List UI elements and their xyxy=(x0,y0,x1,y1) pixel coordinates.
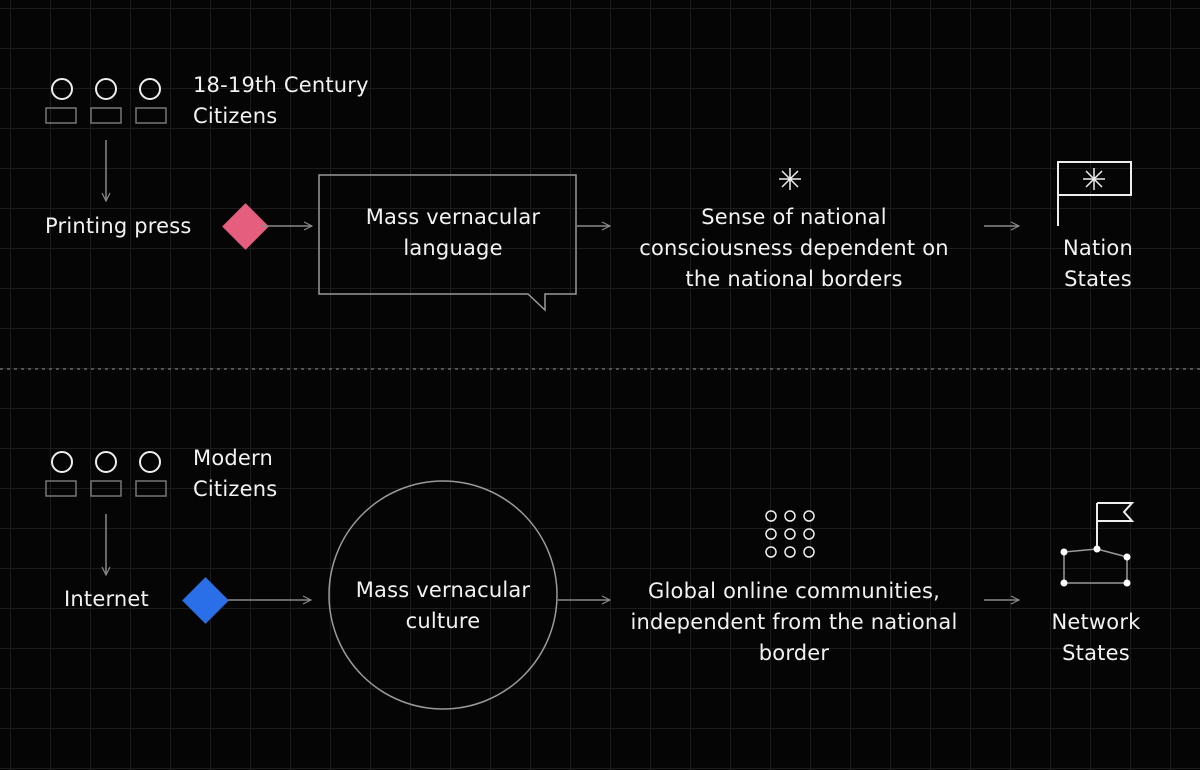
flag-starburst xyxy=(1083,168,1105,190)
label-line: Citizens xyxy=(193,104,278,128)
dot-grid-icon xyxy=(765,510,815,558)
network-flag-icon xyxy=(1060,502,1135,587)
trigger-label-bottom: Internet xyxy=(64,587,149,611)
people-bodies xyxy=(45,480,167,497)
label-line: independent from the national xyxy=(630,610,958,634)
communities-label: Global online communities, independent f… xyxy=(594,576,994,669)
label-line: States xyxy=(1064,267,1132,291)
label-line: the national borders xyxy=(685,267,903,291)
people-icon xyxy=(51,78,161,100)
people-bodies xyxy=(45,107,167,124)
result-label-top: Nation States xyxy=(1038,233,1158,295)
citizens-label-bottom: Modern Citizens xyxy=(193,443,277,505)
label-line: culture xyxy=(405,609,481,633)
label-line: Network xyxy=(1051,610,1141,634)
label-line: Nation xyxy=(1062,236,1133,260)
label-line: Mass vernacular xyxy=(365,205,541,229)
flag-icon xyxy=(1057,161,1132,226)
label-line: border xyxy=(758,641,830,665)
result-label-bottom: Network States xyxy=(1036,607,1156,669)
label-line: Global online communities, xyxy=(648,579,940,603)
people-icon xyxy=(51,451,161,473)
culture-circle-shape xyxy=(328,480,558,710)
starburst-icon xyxy=(779,168,801,190)
speech-bubble-shape xyxy=(318,174,577,312)
label-line: Mass vernacular xyxy=(355,578,531,602)
label-line: consciousness dependent on xyxy=(639,236,949,260)
pink-diamond-icon xyxy=(222,203,269,250)
label-line: Modern xyxy=(193,446,273,470)
label-line: 18-19th Century xyxy=(193,73,369,97)
label-line: States xyxy=(1062,641,1130,665)
citizens-label-top: 18-19th Century Citizens xyxy=(193,70,369,132)
label-line: language xyxy=(403,236,503,260)
consciousness-label: Sense of national consciousness dependen… xyxy=(604,202,984,295)
blue-diamond-icon xyxy=(182,577,229,624)
medium-label-bottom: Mass vernacular culture xyxy=(325,575,561,637)
label-line: Sense of national xyxy=(701,205,887,229)
label-line: Citizens xyxy=(193,477,278,501)
trigger-label-top: Printing press xyxy=(45,214,192,238)
medium-label-top: Mass vernacular language xyxy=(319,202,587,264)
